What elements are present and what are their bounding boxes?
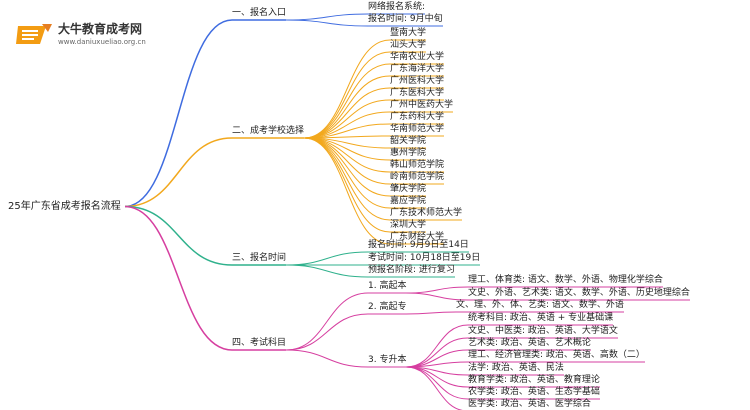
connector-line — [124, 205, 233, 266]
connector-line — [285, 19, 369, 27]
subject-item: 统考科目: 政治、英语 + 专业基础课 — [468, 313, 614, 323]
connector-line — [303, 137, 391, 221]
school-item: 广东医科大学 — [390, 88, 445, 98]
connector-line — [124, 19, 233, 208]
connector-line — [303, 87, 391, 139]
connector-line — [285, 264, 369, 278]
connector-line — [303, 137, 391, 185]
sub-branch-gaoqiben: 1. 高起本 — [368, 281, 407, 291]
school-item: 广州医科大学 — [390, 76, 445, 86]
school-item: 华南师范大学 — [390, 124, 445, 134]
sub-branch-zhuanshengben: 3. 专升本 — [368, 355, 407, 365]
school-item: 嘉应学院 — [390, 196, 427, 206]
subject-item: 理工、经济管理类: 政治、英语、高数（二） — [468, 350, 645, 360]
leaf-3-2: 考试时间: 10月18日至19日 — [368, 253, 481, 263]
school-item: 韩山师范学院 — [390, 160, 445, 170]
connector-line — [303, 137, 391, 233]
subject-item: 艺术类: 政治、英语、艺术概论 — [468, 338, 591, 348]
connector-line — [405, 292, 469, 301]
school-item: 广东海洋大学 — [390, 64, 445, 74]
connector-line — [285, 13, 369, 21]
leaf-1-2: 报名时间: 9月中旬 — [368, 14, 443, 24]
connector-line — [285, 349, 369, 368]
school-item: 广东技术师范大学 — [390, 208, 463, 218]
connector-line — [303, 63, 391, 139]
branch-label-4: 四、考试科目 — [232, 338, 287, 348]
school-item: 韶关学院 — [390, 136, 427, 146]
subject-item: 理工、体育类: 语文、数学、外语、物理化学综合 — [468, 275, 663, 285]
brand-name: 大牛教育成考网 — [58, 22, 143, 36]
school-item: 暨南大学 — [390, 28, 427, 38]
branch-label-2: 二、成考学校选择 — [232, 126, 305, 136]
connector-line — [303, 137, 391, 197]
school-item: 广东财经大学 — [390, 232, 445, 242]
connector-line — [303, 137, 391, 245]
sub-branch-gaoqizhuan: 2. 高起专 — [368, 302, 407, 312]
school-item: 肇庆学院 — [390, 184, 427, 194]
connector-line — [285, 313, 369, 351]
leaf-3-3: 预报名阶段: 进行复习 — [368, 265, 455, 275]
root-topic: 25年广东省成考报名流程 — [8, 201, 121, 212]
school-item: 汕头大学 — [390, 40, 427, 50]
connector-line — [285, 292, 369, 351]
branch-label-3: 三、报名时间 — [232, 253, 287, 263]
school-item: 岭南师范学院 — [390, 172, 445, 182]
connector-line — [405, 366, 465, 410]
connector-line — [303, 99, 391, 139]
leaf-1-1: 网络报名系统: — [368, 2, 426, 12]
subject-item: 文史、中医类: 政治、英语、大学语文 — [468, 326, 618, 336]
brand-url: www.daniuxueliao.org.cn — [58, 38, 146, 46]
subject-item: 法学: 政治、英语、民法 — [468, 363, 564, 373]
subject-item: 教育学类: 政治、英语、教育理论 — [468, 375, 600, 385]
connector-line — [405, 366, 469, 388]
connector-line — [124, 137, 233, 208]
branch-label-1: 一、报名入口 — [232, 8, 287, 18]
school-item: 华南农业大学 — [390, 52, 445, 62]
connector-line — [405, 366, 469, 400]
subject-item: 文史、外语、艺术类: 语文、数学、外语、历史地理综合 — [468, 288, 690, 298]
subject-item: 文、理、外、体、艺类: 语文、数学、外语 — [456, 300, 624, 310]
school-item: 广州中医药大学 — [390, 100, 454, 110]
connector-line — [285, 251, 369, 266]
subject-item: 农学类: 政治、英语、生态学基础 — [468, 387, 600, 397]
connector-line — [303, 51, 391, 139]
school-item: 广东药科大学 — [390, 112, 445, 122]
connector-line — [405, 311, 457, 315]
connector-line — [405, 286, 469, 294]
school-item: 惠州学院 — [390, 148, 427, 158]
leaf-3-1: 报名时间: 9月9日至14日 — [368, 240, 469, 250]
connector-line — [303, 39, 391, 139]
school-item: 深圳大学 — [390, 220, 427, 230]
connector-line — [405, 324, 469, 368]
brand-logo — [16, 22, 54, 48]
connector-line — [124, 205, 233, 351]
connector-line — [303, 75, 391, 139]
subject-item: 医学类: 政治、英语、医学综合 — [468, 399, 591, 409]
